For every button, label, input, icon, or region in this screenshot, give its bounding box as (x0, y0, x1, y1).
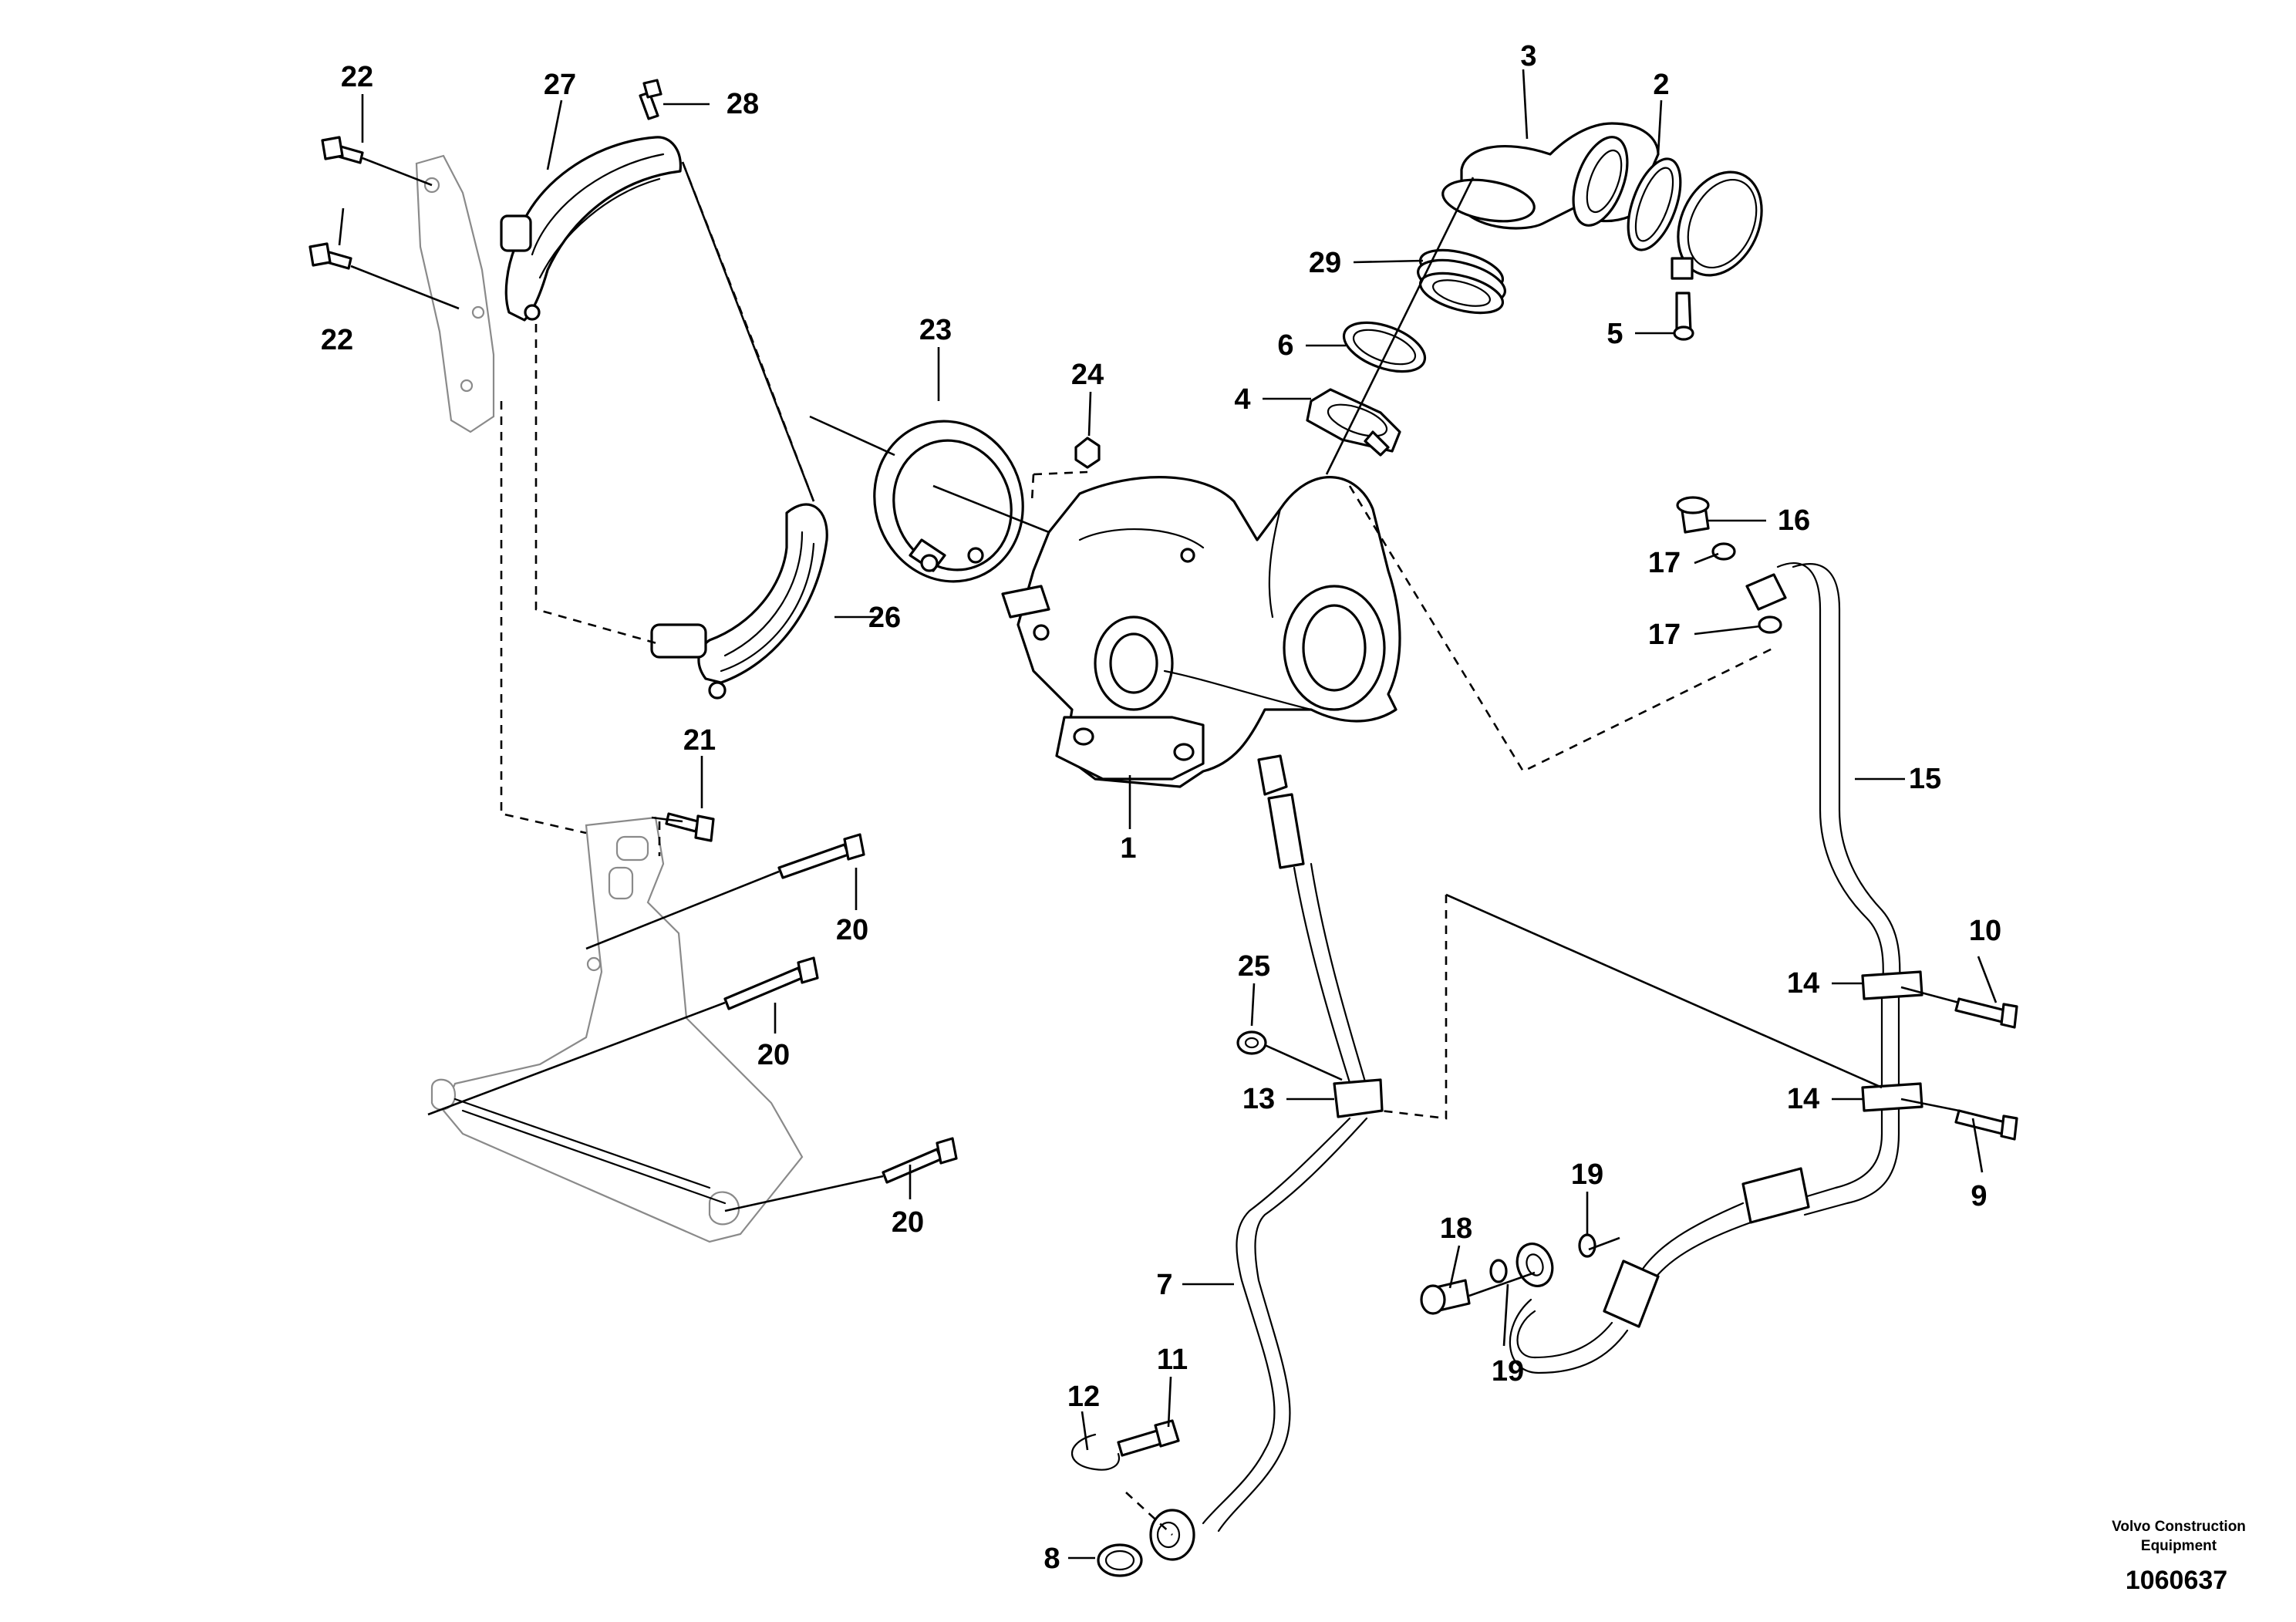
callout-17-lower: 17 (1648, 619, 1681, 651)
callout-5: 5 (1607, 318, 1623, 350)
callout-labels: 1 2 3 4 5 6 7 8 9 10 11 12 13 14 14 15 1… (321, 40, 2001, 1575)
callout-22-upper: 22 (341, 61, 373, 93)
bracket-27-upper-half (500, 136, 682, 322)
callout-15: 15 (1909, 763, 1941, 795)
callout-20-upper: 20 (836, 914, 868, 946)
callout-23: 23 (919, 314, 952, 346)
callout-19-lower: 19 (1492, 1355, 1524, 1388)
callout-10: 10 (1969, 915, 2001, 947)
oil-supply-pipe-15 (1509, 562, 1923, 1374)
banjo-bolt-16 (1676, 496, 1710, 534)
banjo-bolt-18 (1420, 1279, 1471, 1315)
bolt-11 (1117, 1419, 1180, 1457)
title-block: Volvo Construction Equipment 1060637 (2112, 1519, 2246, 1595)
bracket-26-lower-half (650, 503, 828, 700)
retaining-clip-12 (1071, 1433, 1121, 1471)
callout-21: 21 (683, 724, 716, 757)
callout-3: 3 (1520, 40, 1536, 73)
o-ring-6 (1342, 321, 1427, 373)
washer-25 (1236, 1030, 1267, 1055)
o-ring-2 (1627, 157, 1682, 251)
callout-7: 7 (1156, 1269, 1172, 1301)
callout-24: 24 (1071, 359, 1104, 391)
engine-mount-bracket (430, 816, 804, 1243)
callout-13: 13 (1242, 1083, 1275, 1115)
callout-25: 25 (1238, 950, 1270, 983)
brand-line-1: Volvo Construction (2112, 1519, 2246, 1535)
sealing-washers-17 (1711, 542, 1782, 634)
callout-14-upper: 14 (1787, 967, 1819, 1000)
bellows-29 (1417, 248, 1506, 315)
rear-support-bracket (415, 154, 495, 433)
bolts-9-10-21-22-28 (308, 79, 2018, 1141)
callout-8: 8 (1043, 1543, 1060, 1575)
callout-19-upper: 19 (1571, 1158, 1603, 1191)
callout-11: 11 (1157, 1344, 1188, 1376)
callout-16: 16 (1778, 504, 1810, 537)
callout-28: 28 (727, 88, 759, 120)
callout-18: 18 (1440, 1212, 1472, 1245)
callout-9: 9 (1971, 1180, 1987, 1212)
callout-1: 1 (1120, 832, 1136, 865)
callout-26: 26 (868, 602, 901, 634)
callout-12: 12 (1067, 1381, 1100, 1413)
callout-4: 4 (1234, 383, 1250, 416)
callout-20-lower: 20 (892, 1206, 924, 1239)
long-bolts-20 (723, 833, 958, 1184)
brand-line-2: Equipment (2141, 1538, 2217, 1554)
oil-return-pipe-7 (1149, 754, 1384, 1561)
callout-20-middle: 20 (757, 1039, 790, 1071)
callout-14-lower: 14 (1787, 1083, 1819, 1115)
nut-24 (1074, 437, 1101, 469)
sealing-washers-19 (1489, 1233, 1596, 1283)
callout-6: 6 (1277, 329, 1293, 362)
hose-clamp-5 (1671, 170, 1763, 341)
callout-29: 29 (1309, 247, 1341, 279)
turbocharger-1 (1001, 476, 1401, 788)
assembly-lines (338, 69, 1998, 1560)
document-number: 1060637 (2126, 1566, 2227, 1595)
callout-22-lower: 22 (321, 324, 353, 356)
callout-27: 27 (544, 69, 576, 101)
o-ring-8 (1097, 1543, 1143, 1577)
callout-17-upper: 17 (1648, 547, 1681, 579)
adapter-4 (1306, 388, 1401, 457)
callout-2: 2 (1653, 69, 1669, 101)
vband-clamp-23 (873, 420, 1024, 583)
